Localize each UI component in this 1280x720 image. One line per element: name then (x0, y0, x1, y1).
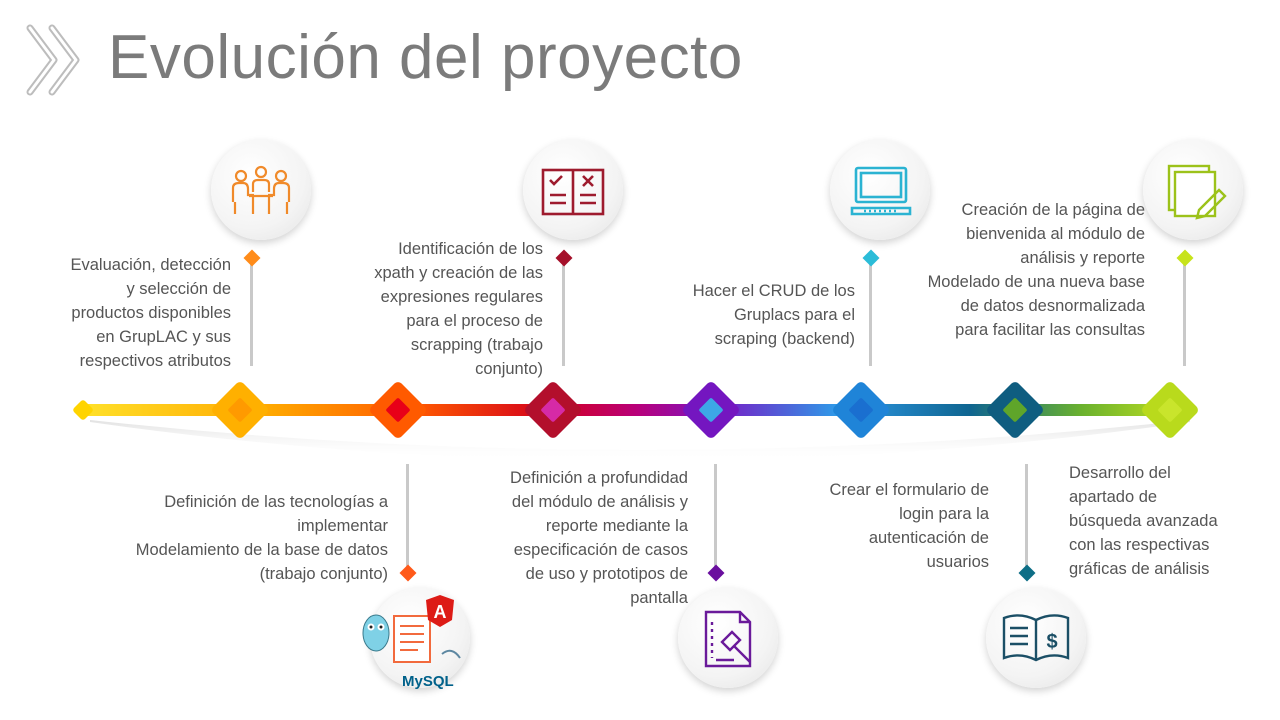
milestone-2-icon-circle: A MySQL (362, 588, 470, 690)
milestone-7-text: Creación de la página de bienvenida al m… (927, 201, 1145, 339)
double-chevron-logo-icon (24, 22, 88, 107)
timeline-bar (73, 382, 1198, 461)
computer-screen-icon (850, 166, 912, 216)
milestone-4-icon-circle (678, 588, 778, 688)
milestone-2-stem (406, 464, 409, 568)
milestone-3-marker (555, 249, 573, 267)
milestone-5-stem (869, 262, 872, 366)
milestone-4-stem (714, 464, 717, 568)
timeline-diamond-6 (833, 382, 889, 438)
milestone-2-text: Definición de las tecnologías a implemen… (135, 493, 388, 583)
svg-text:A: A (434, 602, 447, 622)
milestone-6-text: Crear el formulario de login para la aut… (829, 481, 989, 571)
milestone-5-marker (862, 249, 880, 267)
milestone-7-stem (1183, 262, 1186, 366)
checklist-book-icon (541, 168, 605, 216)
timeline-diamond-2 (212, 382, 268, 438)
milestone-3-icon-circle (523, 140, 623, 240)
milestone-1-icon-circle (211, 140, 311, 240)
milestone-1-marker (243, 249, 261, 267)
tech-logos-icon: A MySQL (362, 595, 461, 690)
timeline-diamond-7 (987, 382, 1043, 438)
timeline-diamond-1 (73, 400, 93, 420)
milestone-6-marker (1018, 564, 1036, 582)
mysql-logo-text: MySQL (402, 673, 454, 690)
timeline-diamond-8 (1142, 382, 1198, 438)
edit-document-icon (1167, 164, 1227, 220)
milestone-4-text: Definición a profundidad del módulo de a… (510, 469, 688, 607)
milestone-3-stem (562, 262, 565, 366)
milestone-7-icon-circle (1143, 140, 1243, 240)
page-title: Evolución del proyecto (108, 23, 743, 92)
svg-text:$: $ (1046, 631, 1057, 653)
timeline-diamond-5 (683, 382, 739, 438)
milestone-4-marker (707, 564, 725, 582)
milestone-8-text: Desarrollo del apartado de búsqueda avan… (1069, 464, 1218, 578)
timeline-diamond-4 (525, 382, 581, 438)
milestone-7-marker (1176, 249, 1194, 267)
meeting-people-icon (231, 165, 291, 214)
milestone-3-text: Identificación de los xpath y creación d… (374, 240, 543, 378)
milestone-5-text: Hacer el CRUD de los Gruplacs para el sc… (692, 282, 855, 348)
timeline-diamond-3 (370, 382, 426, 438)
book-dollar-icon: $ (1002, 614, 1070, 662)
milestone-1-stem (250, 262, 253, 366)
milestone-2-marker (399, 564, 417, 582)
milestone-1-text: Evaluación, detección y selección de pro… (70, 256, 231, 370)
milestone-6-icon-circle: $ (986, 588, 1086, 688)
document-gavel-icon (704, 610, 752, 668)
milestone-5-icon-circle (830, 140, 930, 240)
milestone-6-stem (1025, 464, 1028, 568)
